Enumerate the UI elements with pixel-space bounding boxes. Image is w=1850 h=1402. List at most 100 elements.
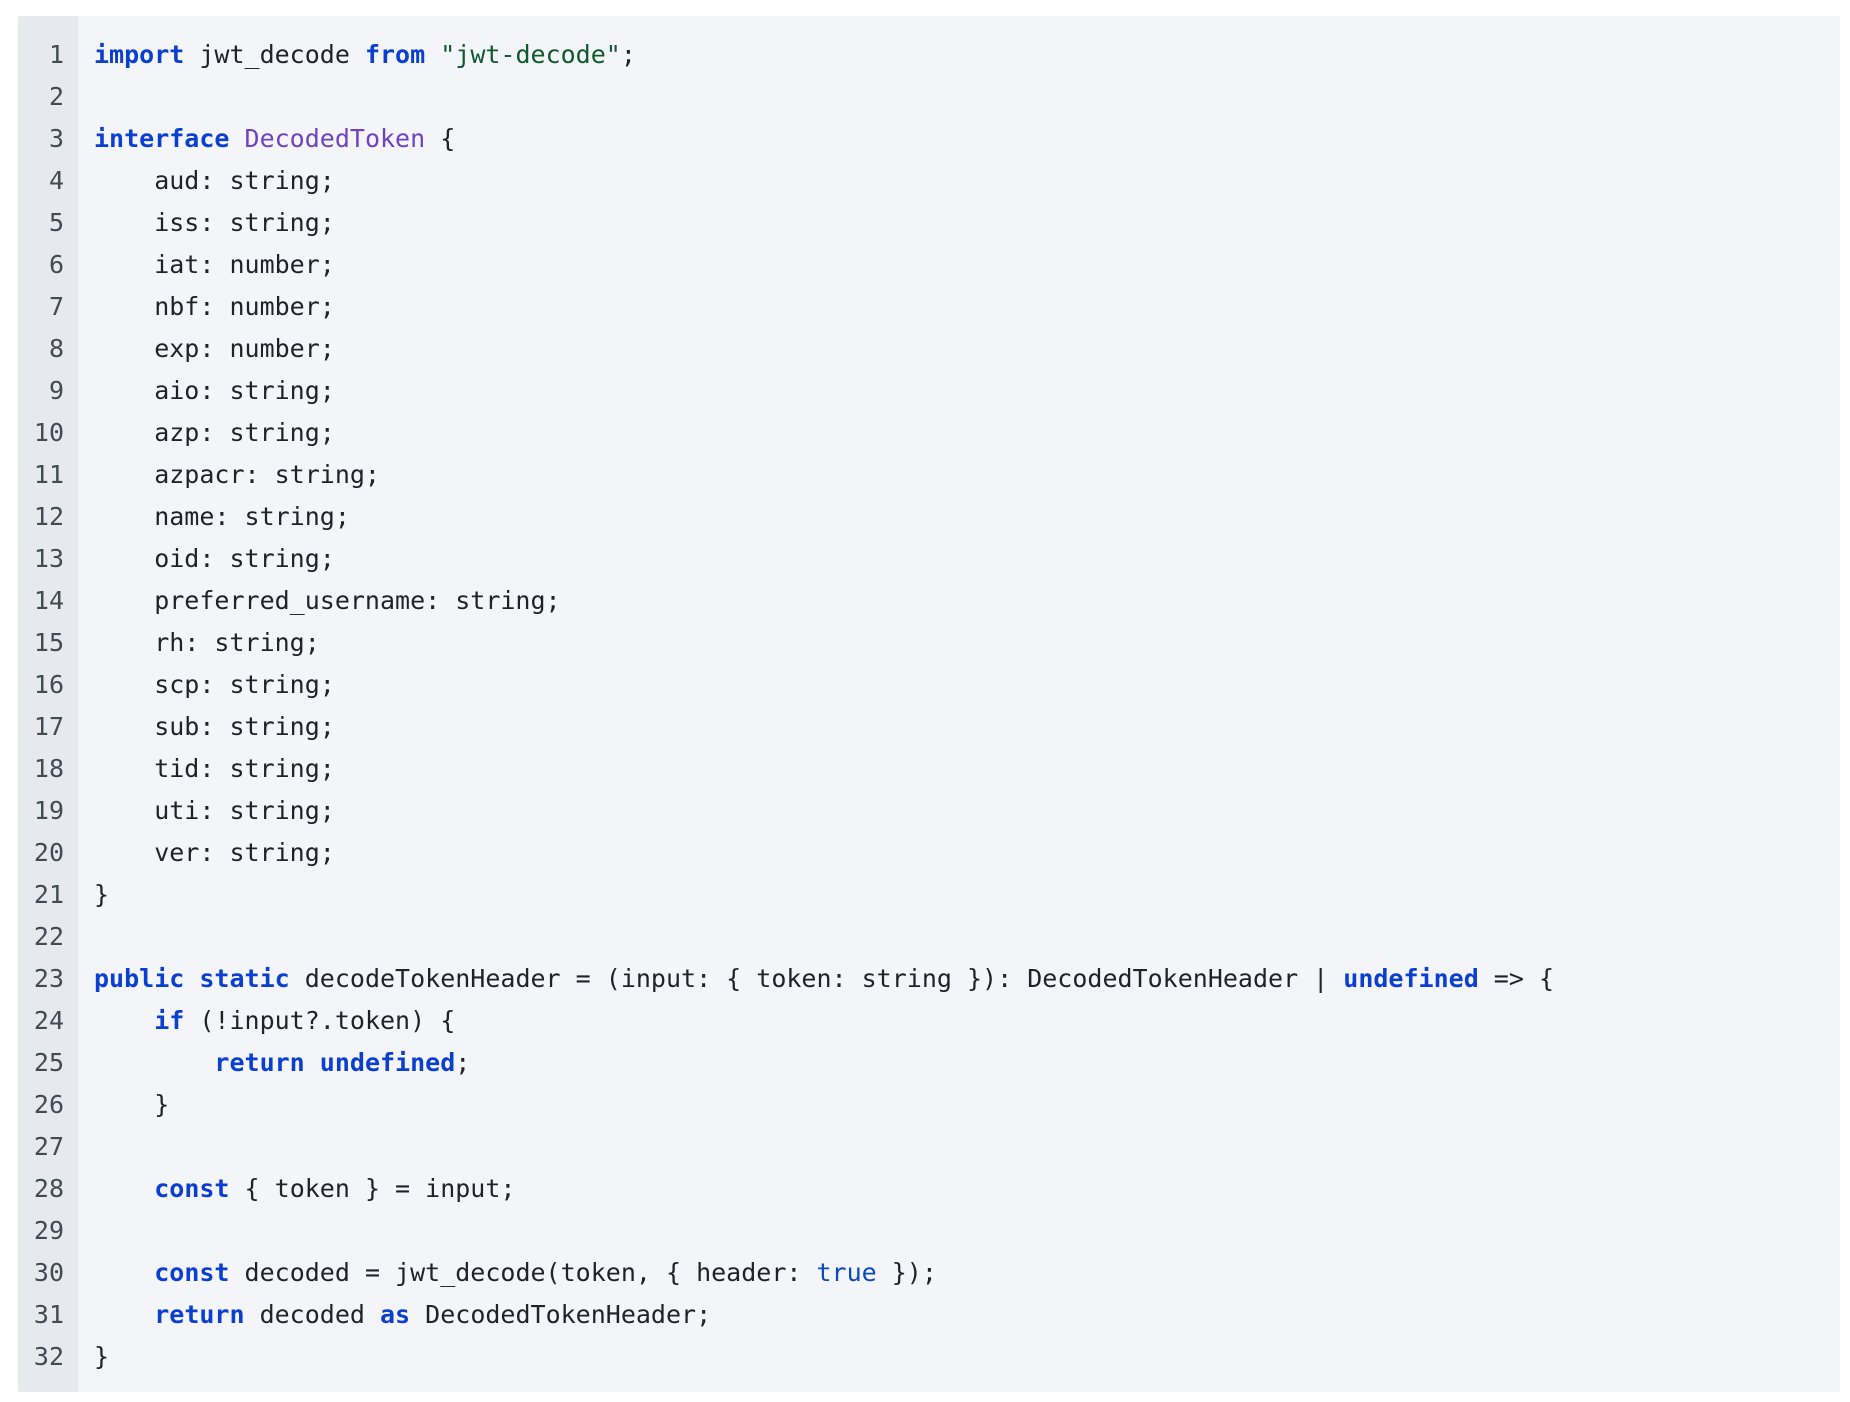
code-text: if (!input?.token) { [94, 1000, 455, 1042]
code-text: azpacr: string; [94, 454, 380, 496]
code-token: decoded = jwt_decode(token, { header: [229, 1258, 817, 1287]
keyword-token: public [94, 964, 185, 993]
code-line: 11 azpacr: string; [18, 454, 1840, 496]
keyword-token: return [154, 1300, 245, 1329]
code-text: scp: string; [94, 664, 335, 706]
line-number: 29 [33, 1216, 64, 1245]
code-line: 6 iat: number; [18, 244, 1840, 286]
code-token: oid: string; [94, 544, 335, 573]
line-number: 12 [33, 502, 64, 531]
code-text: public static decodeTokenHeader = (input… [94, 958, 1554, 1000]
keyword-token: as [380, 1300, 411, 1329]
code-line: 4 aud: string; [18, 160, 1840, 202]
keyword-token: undefined [1343, 964, 1479, 993]
code-text: const decoded = jwt_decode(token, { head… [94, 1252, 937, 1294]
code-token: decodeTokenHeader = (input: { token: str… [289, 964, 1344, 993]
code-text: nbf: number; [94, 286, 335, 328]
line-number: 2 [48, 82, 64, 111]
code-token [229, 124, 244, 153]
code-line: 20 ver: string; [18, 832, 1840, 874]
line-number: 15 [33, 628, 64, 657]
code-text: const { token } = input; [94, 1168, 515, 1210]
code-line: 8 exp: number; [18, 328, 1840, 370]
line-number: 30 [33, 1258, 64, 1287]
line-number: 11 [33, 460, 64, 489]
line-number-gutter [18, 16, 78, 1392]
code-token: decoded [244, 1300, 380, 1329]
code-token: azpacr: string; [94, 460, 380, 489]
code-text: aio: string; [94, 370, 335, 412]
code-token: preferred_username: string; [94, 586, 561, 615]
line-number: 26 [33, 1090, 64, 1119]
keyword-token: from [364, 40, 426, 69]
code-text: tid: string; [94, 748, 335, 790]
line-number: 28 [33, 1174, 64, 1203]
code-token: (!input?.token) { [184, 1006, 456, 1035]
line-number: 8 [48, 334, 64, 363]
code-line: 27 [18, 1126, 1840, 1168]
code-line: 5 iss: string; [18, 202, 1840, 244]
code-token: } [94, 1090, 170, 1119]
code-line: 12 name: string; [18, 496, 1840, 538]
code-text: azp: string; [94, 412, 335, 454]
code-token: iss: string; [94, 208, 335, 237]
code-line: 21} [18, 874, 1840, 916]
line-number: 32 [33, 1342, 64, 1371]
line-number: 18 [33, 754, 64, 783]
line-number: 23 [33, 964, 64, 993]
line-number: 17 [33, 712, 64, 741]
code-token: DecodedTokenHeader; [410, 1300, 712, 1329]
keyword-token: return [214, 1048, 305, 1077]
line-number: 19 [33, 796, 64, 825]
code-token [94, 1300, 154, 1329]
code-text: ver: string; [94, 832, 335, 874]
code-text: sub: string; [94, 706, 335, 748]
code-text: iat: number; [94, 244, 335, 286]
code-token: iat: number; [94, 250, 335, 279]
code-token: ; [620, 40, 636, 69]
code-line: 22 [18, 916, 1840, 958]
code-line: 14 preferred_username: string; [18, 580, 1840, 622]
code-line: 23 public static decodeTokenHeader = (inp… [18, 958, 1840, 1000]
code-token [305, 1048, 320, 1077]
line-number: 3 [48, 124, 64, 153]
code-token: => { [1478, 964, 1555, 993]
code-line: 13 oid: string; [18, 538, 1840, 580]
code-token [184, 964, 199, 993]
code-token: tid: string; [94, 754, 335, 783]
code-line: 10 azp: string; [18, 412, 1840, 454]
code-line: 28 const { token } = input; [18, 1168, 1840, 1210]
code-token: }); [876, 1258, 937, 1287]
keyword-token: if [154, 1006, 185, 1035]
code-token: { token } = input; [229, 1174, 516, 1203]
code-line: 24 if (!input?.token) { [18, 1000, 1840, 1042]
code-token: scp: string; [94, 670, 335, 699]
code-text: preferred_username: string; [94, 580, 561, 622]
code-text: rh: string; [94, 622, 320, 664]
string-token: "jwt-decode" [440, 40, 621, 69]
code-line: 29 [18, 1210, 1840, 1252]
literal-token: true [816, 1258, 877, 1287]
line-number: 9 [48, 376, 64, 405]
code-line: 19 uti: string; [18, 790, 1840, 832]
code-text: iss: string; [94, 202, 335, 244]
code-line: 26 } [18, 1084, 1840, 1126]
code-token: name: string; [94, 502, 350, 531]
code-text: aud: string; [94, 160, 335, 202]
code-line: 7 nbf: number; [18, 286, 1840, 328]
code-token: nbf: number; [94, 292, 335, 321]
code-token [94, 1006, 154, 1035]
line-number: 10 [33, 418, 64, 447]
code-token: } [94, 1342, 110, 1371]
code-token: } [94, 880, 110, 909]
line-number: 27 [33, 1132, 64, 1161]
line-number: 24 [33, 1006, 64, 1035]
code-line: 25 return undefined; [18, 1042, 1840, 1084]
code-token: azp: string; [94, 418, 335, 447]
code-token [94, 1174, 154, 1203]
code-token: exp: number; [94, 334, 335, 363]
code-line: 15 rh: string; [18, 622, 1840, 664]
code-token: rh: string; [94, 628, 320, 657]
